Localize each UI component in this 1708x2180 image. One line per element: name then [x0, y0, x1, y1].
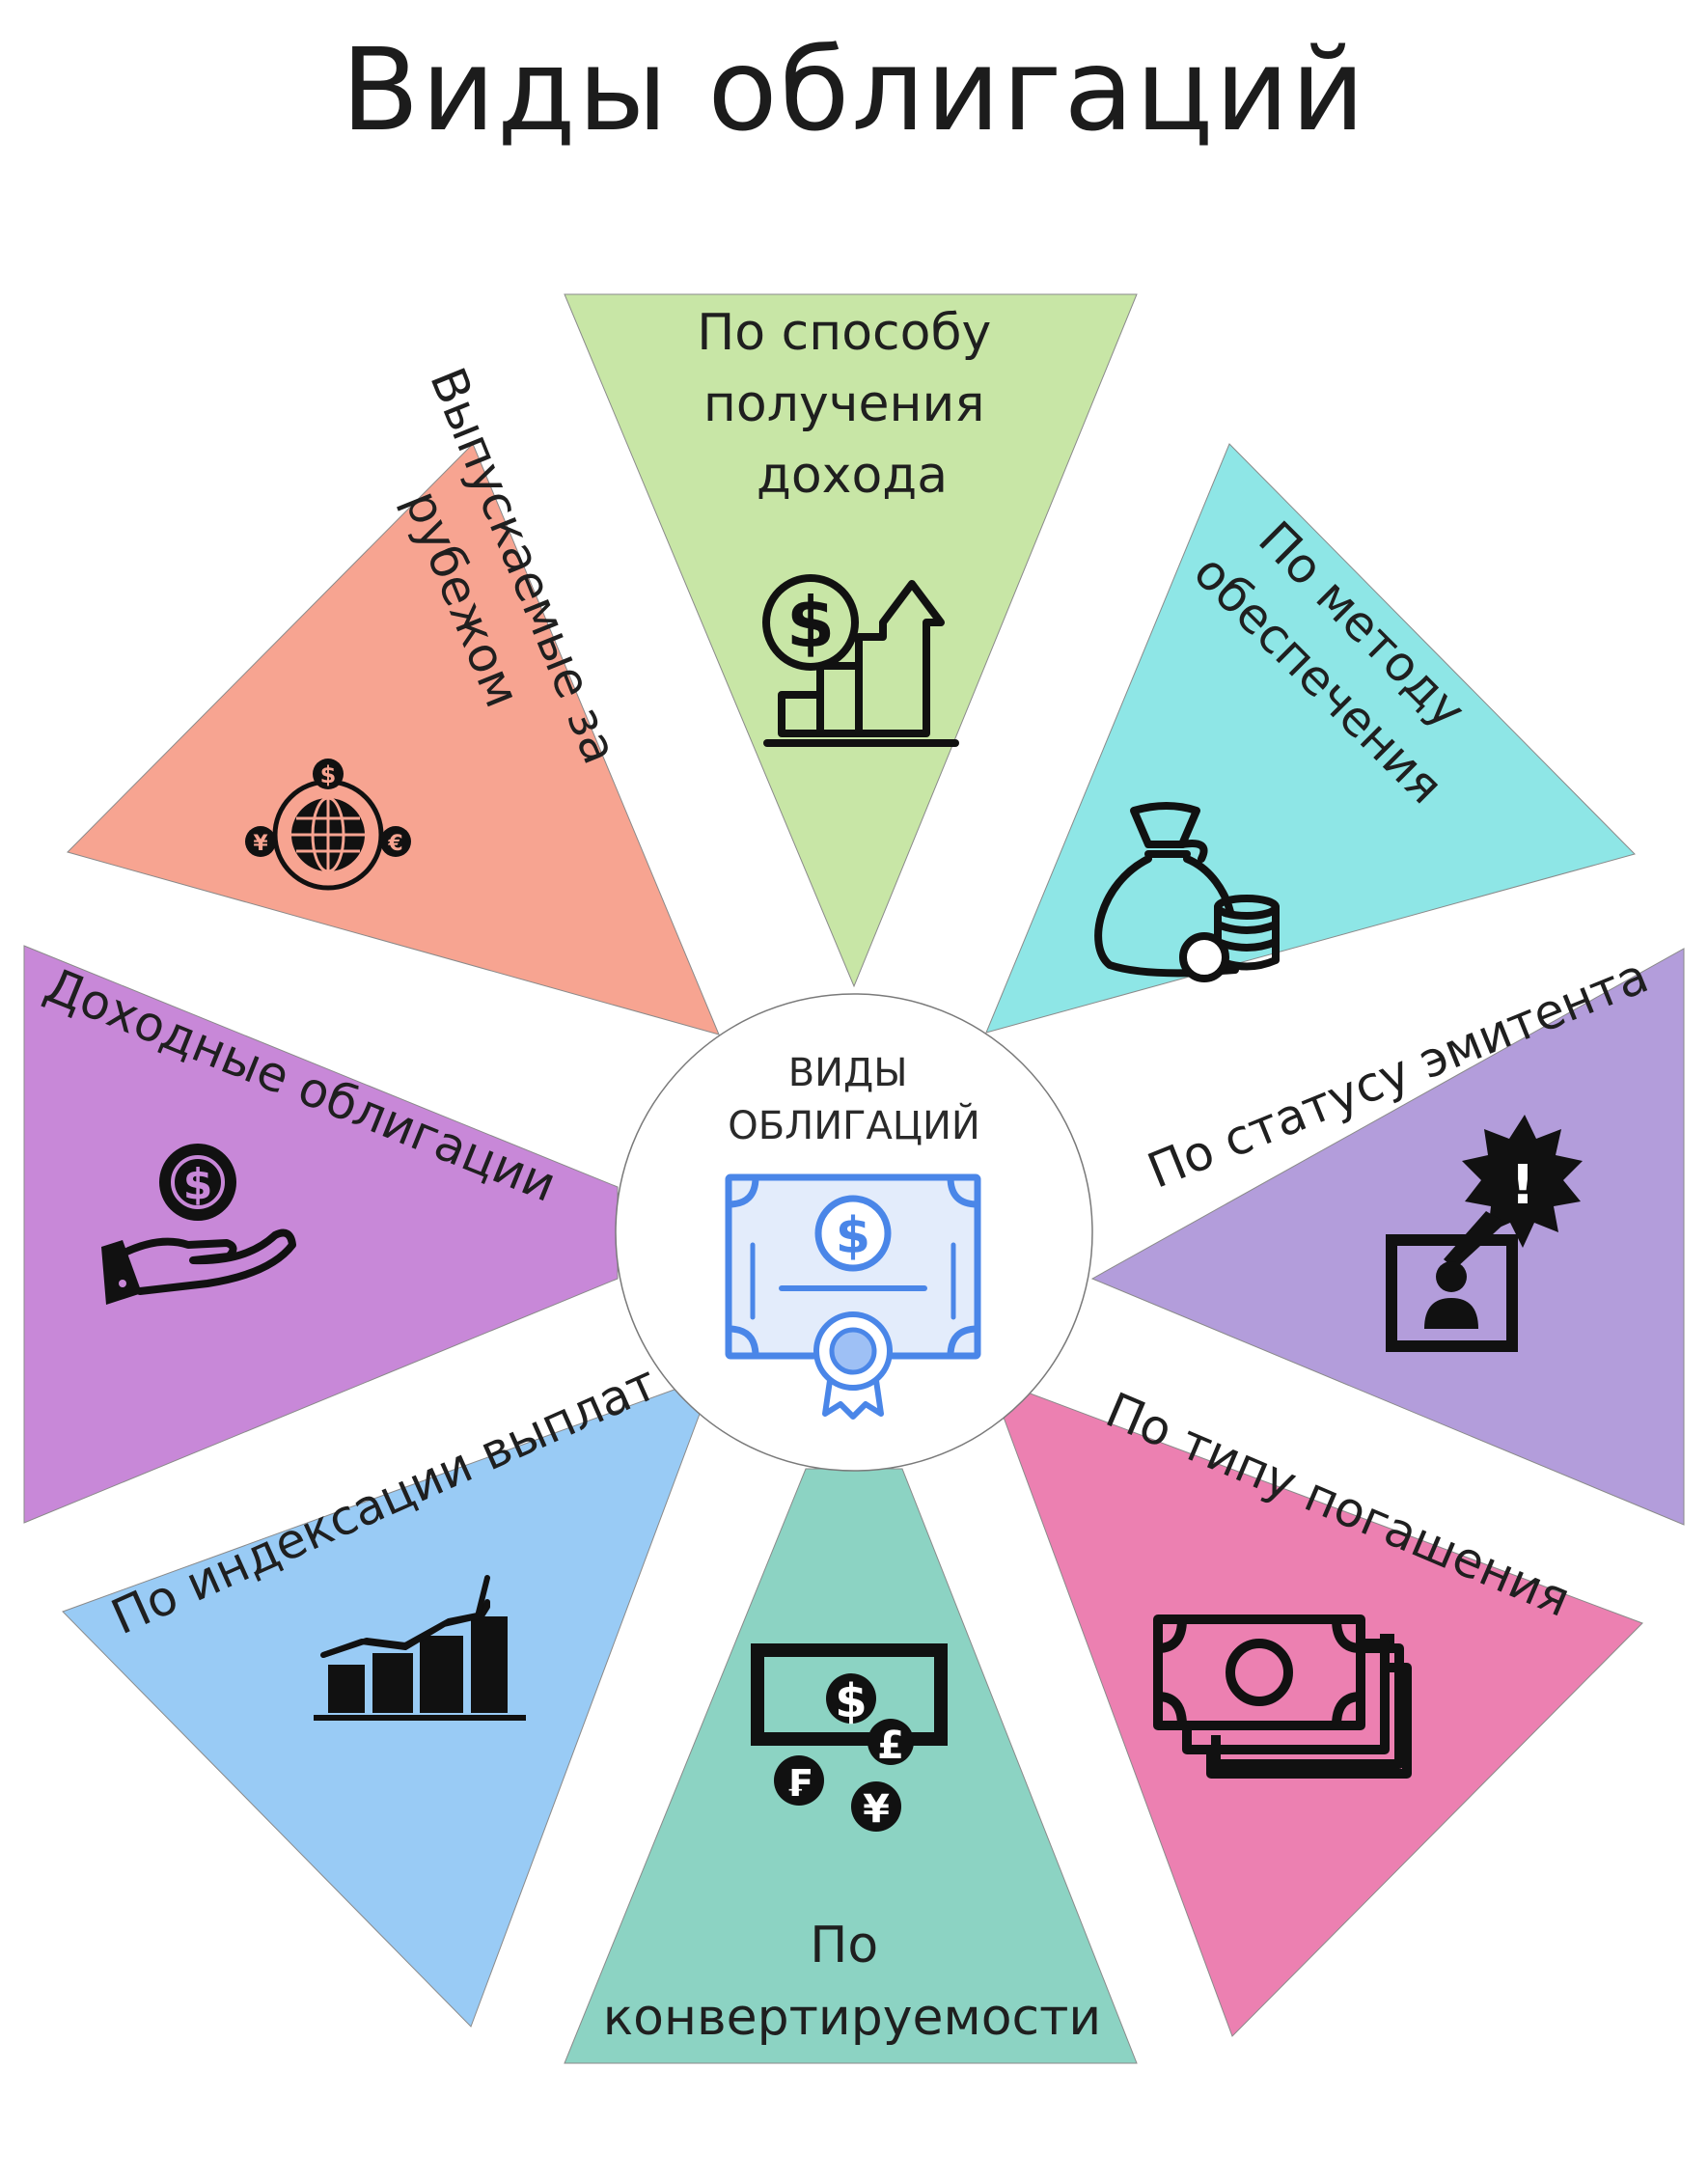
svg-text:¥: ¥ — [863, 1787, 890, 1832]
segment-shape — [67, 443, 720, 1035]
hand-coin-icon: $ — [101, 1144, 296, 1305]
svg-text:₣: ₣ — [786, 1762, 812, 1805]
svg-text:$: $ — [835, 1674, 867, 1728]
center-label: ВИДЫ ОБЛИГАЦИЙ — [728, 1051, 980, 1148]
money-bag-coins-icon — [1094, 802, 1280, 982]
segment-shape — [564, 1468, 1138, 2064]
growth-bars-icon — [314, 1575, 526, 1721]
svg-text:€: € — [387, 832, 402, 856]
segment-convertibility: По конвертируемости $ £ ₣ ¥ — [564, 1468, 1138, 2064]
svg-text:$: $ — [320, 761, 337, 788]
currency-exchange-icon: $ £ ₣ ¥ — [751, 1643, 948, 1832]
page-title: Виды облигаций — [341, 23, 1367, 156]
center-hub: ВИДЫ ОБЛИГАЦИЙ $ — [615, 993, 1093, 1472]
segment-collateral: По методу обеспечения — [985, 443, 1636, 1034]
segment-label: По конвертируемости — [603, 1917, 1101, 2047]
segment-shape — [23, 945, 619, 1524]
svg-text:£: £ — [877, 1724, 904, 1768]
svg-text:$: $ — [836, 1207, 870, 1265]
issuer-alert-icon: ! — [1386, 1115, 1583, 1352]
banknotes-stack-icon — [1153, 1614, 1412, 1779]
segment-foreign: Выпускаемые за рубежом $ ¥ € — [67, 360, 720, 1035]
svg-text:!: ! — [1510, 1154, 1535, 1217]
segment-shape — [985, 443, 1636, 1034]
bond-certificate-icon: $ — [725, 1173, 981, 1420]
dollar-growth-chart-icon: $ — [762, 574, 959, 747]
svg-text:¥: ¥ — [253, 832, 268, 856]
segment-label: По способу получения дохода — [697, 304, 1007, 505]
segment-income-method: По способу получения дохода $ — [564, 293, 1138, 988]
globe-currencies-icon: $ ¥ € — [245, 759, 411, 891]
svg-text:$: $ — [786, 582, 835, 663]
svg-text:$: $ — [183, 1160, 213, 1209]
